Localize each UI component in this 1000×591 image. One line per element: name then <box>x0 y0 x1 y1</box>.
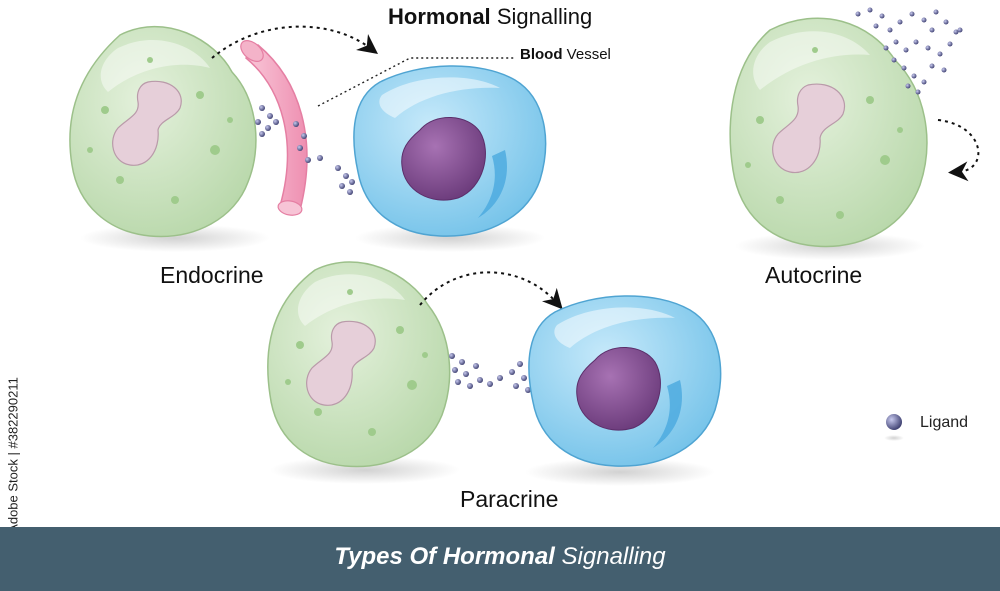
footer-title-rest: Signalling <box>561 543 666 570</box>
paracrine-ligands <box>449 353 531 393</box>
cell-organelles <box>745 47 903 219</box>
cell-nucleus <box>112 80 182 166</box>
autocrine-signal-arrow <box>937 119 980 182</box>
blood-vessel <box>240 40 308 216</box>
footer-title: Types Of Hormonal Signalling <box>0 527 1000 591</box>
cell-highlight <box>379 77 500 118</box>
cell-highlight <box>753 31 870 90</box>
endocrine-target-cell <box>353 65 547 252</box>
blood-vessel-top-opening <box>240 40 264 62</box>
paracrine-label: Paracrine <box>460 486 559 512</box>
legend-ligand-swatch <box>886 414 902 430</box>
endocrine-signal-arrow <box>211 25 379 59</box>
cell-highlight <box>554 307 675 348</box>
cell-shadow <box>525 458 715 486</box>
cell-organelles <box>285 289 428 436</box>
footer-bar: Types Of Hormonal Signalling <box>0 527 1000 591</box>
cell-body <box>69 25 257 238</box>
title-rest: Signalling <box>496 4 593 29</box>
endocrine-label: Endocrine <box>160 262 264 288</box>
blood-vessel-bottom-opening <box>277 200 303 216</box>
cell-body <box>729 17 928 248</box>
blood-vessel-label-bold: Blood <box>520 46 563 63</box>
paracrine-secreting-cell <box>267 261 460 484</box>
cell-inner-fold <box>653 380 682 448</box>
cell-organelles <box>87 57 233 204</box>
cell-highlight <box>100 40 210 92</box>
cell-nucleus <box>576 347 661 431</box>
footer-title-bold: Types Of Hormonal <box>334 543 555 570</box>
legend-ligand-shadow <box>884 435 904 441</box>
blood-vessel-label: Blood Vessel <box>520 46 611 63</box>
title-bold: Hormonal <box>388 4 491 29</box>
paracrine-target-cell <box>525 295 722 486</box>
blood-vessel-label-rest: Vessel <box>566 46 611 63</box>
stock-id-vertical: Adobe Stock | #382290211 <box>2 355 24 555</box>
paracrine-signal-arrow <box>419 271 563 310</box>
legend <box>884 414 904 441</box>
endocrine-secreting-cell <box>69 25 270 252</box>
cell-shadow <box>355 224 545 252</box>
cell-inner-fold <box>478 150 507 218</box>
cell-nucleus <box>401 117 486 201</box>
cell-nucleus <box>772 83 846 174</box>
diagram-title: Hormonal Signalling <box>388 4 592 30</box>
stock-id-text: Adobe Stock | #382290211 <box>5 377 21 533</box>
cell-highlight <box>297 274 405 326</box>
autocrine-cell <box>729 17 928 260</box>
legend-ligand-label: Ligand <box>920 414 969 431</box>
autocrine-ligands <box>855 7 963 95</box>
endocrine-ligands <box>255 105 355 195</box>
cell-body <box>267 261 451 468</box>
cell-shadow <box>270 456 460 484</box>
cell-nucleus <box>306 320 376 406</box>
autocrine-label: Autocrine <box>765 262 863 288</box>
